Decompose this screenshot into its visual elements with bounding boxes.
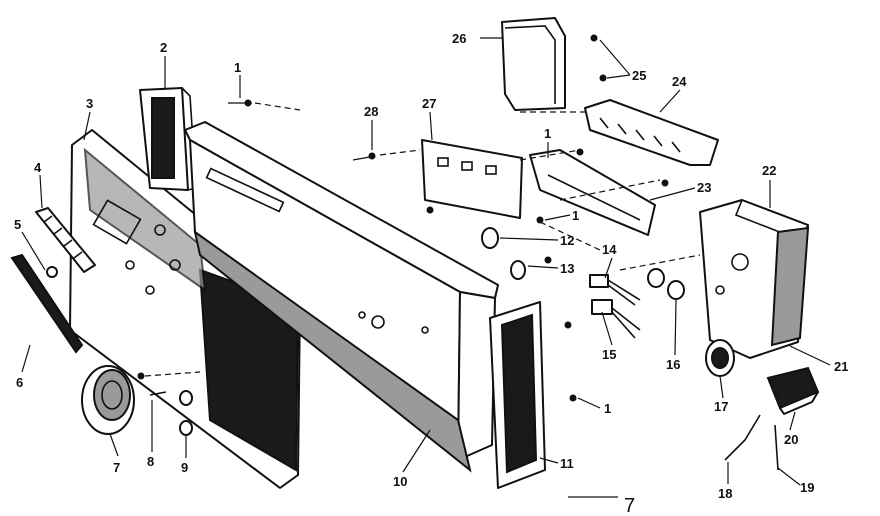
callout-8: 8 [147,454,154,469]
part-10-front-rail [184,121,499,473]
callout-7: 7 [113,460,120,475]
part-2-bracket [139,87,197,191]
part-6-trim-strip [10,253,84,354]
part-19-pin [774,424,779,471]
callout-24: 24 [672,74,687,89]
callout-13: 13 [560,261,574,276]
callout-21: 21 [834,359,848,374]
callout-1-c: 1 [572,208,579,223]
callout-2: 2 [160,40,167,55]
callout-25: 25 [632,68,646,83]
callout-5: 5 [14,217,21,232]
part-5-spring-clip [46,266,58,278]
part-15-connector [591,299,641,339]
assembly-lines [144,102,701,377]
callout-26: 26 [452,31,466,46]
callout-27: 27 [422,96,436,111]
part-23-switch-bracket [529,149,656,236]
leader-lines [21,37,831,486]
screw-fasteners [137,34,669,402]
part-8-screw [149,391,167,396]
part-17-timer-motor [705,339,735,377]
part-13-clip [510,260,526,280]
callout-3: 3 [86,96,93,111]
callout-19: 19 [800,480,814,495]
callout-14: 14 [602,242,617,257]
callout-4: 4 [34,160,42,175]
corner-mark: 7 [568,495,635,516]
callout-18: 18 [718,486,732,501]
callout-1-b: 1 [544,126,551,141]
part-3-control-panel [69,129,301,489]
part-4-button-bar [35,207,96,273]
part-24-switch-block [584,99,719,166]
part-14-connector [589,274,641,306]
corner-mark-label: 7 [624,495,635,516]
callout-12: 12 [560,233,574,248]
callout-22: 22 [762,163,776,178]
part-26-cover [501,17,566,111]
callout-labels: 1 2 3 4 5 6 7 8 9 10 11 12 13 14 15 16 1… [14,31,848,501]
callout-20: 20 [784,432,798,447]
callout-9: 9 [181,460,188,475]
callout-1: 1 [234,60,241,75]
part-16-bushing [647,268,685,300]
part-18-wire-lead [724,414,761,461]
part-12-clip [481,227,499,249]
callout-11: 11 [560,456,574,471]
callout-23: 23 [697,180,711,195]
part-22-timer-housing [699,198,810,359]
callout-1-d: 1 [604,401,611,416]
callout-15: 15 [602,347,616,362]
callout-16: 16 [666,357,680,372]
part-11-vent-grille [489,301,546,489]
part-27-mounting-plate [421,139,523,219]
callout-6: 6 [16,375,23,390]
callout-17: 17 [714,399,728,414]
callout-28: 28 [364,104,378,119]
part-9-plug [179,390,193,436]
part-7-knob [81,365,135,435]
callout-10: 10 [393,474,407,489]
part-20-terminal-block [766,366,820,415]
